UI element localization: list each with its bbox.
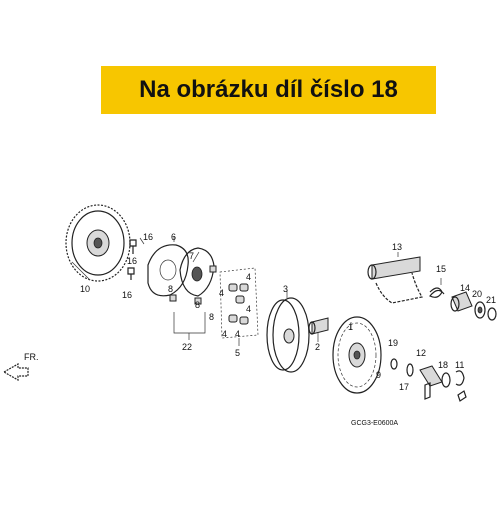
banner-text: Na obrázku díl číslo 18 xyxy=(139,76,398,103)
callout-18: 18 xyxy=(438,360,448,370)
part-3-drive-face xyxy=(266,290,310,373)
part-22-bracket xyxy=(173,312,206,340)
callout-16: 16 xyxy=(122,290,132,300)
callout-19: 19 xyxy=(388,338,398,348)
callout-labels: 10 16 16 16 6 7 8 8 8 22 4 4 4 4 4 5 3 2… xyxy=(80,232,496,392)
front-direction-arrow: FR. xyxy=(2,352,39,382)
part-15-spring xyxy=(429,278,445,298)
callout-15: 15 xyxy=(436,264,446,274)
part-1-fan-pulley xyxy=(332,316,382,394)
part-8-sliders xyxy=(169,265,217,305)
callout-10: 10 xyxy=(80,284,90,294)
callout-4: 4 xyxy=(222,329,227,339)
callout-4: 4 xyxy=(235,329,240,339)
callout-8: 8 xyxy=(195,300,200,310)
callout-16: 16 xyxy=(143,232,153,242)
part-16-bolts xyxy=(127,237,145,280)
callout-7: 7 xyxy=(189,251,194,261)
direction-label: FR. xyxy=(24,352,39,362)
part-13-starter-spindle xyxy=(367,252,423,304)
callout-4: 4 xyxy=(219,288,224,298)
part-5-roller-set xyxy=(219,267,259,346)
callout-4: 4 xyxy=(246,272,251,282)
callout-11: 11 xyxy=(455,360,464,370)
callout-4: 4 xyxy=(246,304,251,314)
callout-22: 22 xyxy=(182,342,192,352)
part-10-drive-plate xyxy=(65,204,131,282)
callout-12: 12 xyxy=(416,348,426,358)
part-6-plate xyxy=(147,236,189,297)
callout-13: 13 xyxy=(392,242,402,252)
callout-14: 14 xyxy=(460,283,470,293)
callout-16: 16 xyxy=(127,256,137,266)
callout-3: 3 xyxy=(283,284,288,294)
callout-6: 6 xyxy=(171,232,176,242)
diagram-code: GCG3-E0600A xyxy=(351,420,398,427)
callout-9: 9 xyxy=(376,370,381,380)
callout-2: 2 xyxy=(315,342,320,352)
part-7-ramp-plate xyxy=(179,247,215,297)
callout-8: 8 xyxy=(209,312,214,322)
part-pinion-assembly xyxy=(390,358,467,402)
callout-1: 1 xyxy=(348,322,353,332)
callout-8: 8 xyxy=(168,284,173,294)
callout-21: 21 xyxy=(486,295,496,305)
callout-5: 5 xyxy=(235,348,240,358)
part-2-collar xyxy=(308,317,329,342)
part-number-banner: Na obrázku díl číslo 18 xyxy=(101,66,436,114)
callout-20: 20 xyxy=(472,289,482,299)
part-14-bushing xyxy=(450,291,473,312)
callout-17: 17 xyxy=(399,382,409,392)
part-20-21-washers xyxy=(474,301,497,321)
